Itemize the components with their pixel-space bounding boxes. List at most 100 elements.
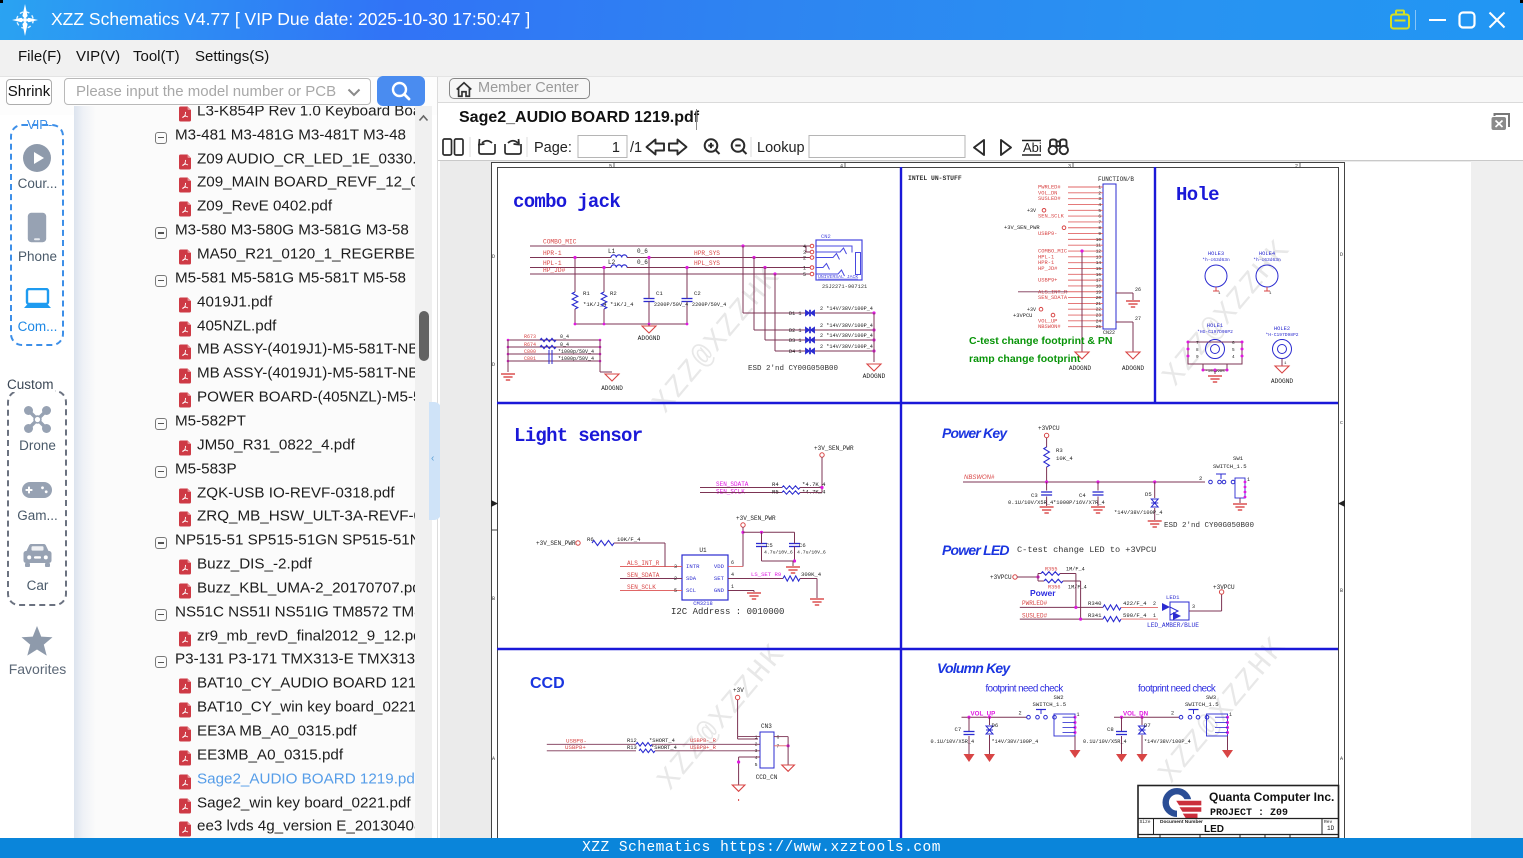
svg-text:Power Key: Power Key <box>942 425 1008 441</box>
svg-text:1: 1 <box>803 266 806 272</box>
svg-text:9: 9 <box>1196 355 1199 360</box>
svg-text:C4: C4 <box>1079 492 1086 499</box>
svg-text:*4.7K_4: *4.7K_4 <box>802 481 826 488</box>
svg-text:8: 8 <box>1098 226 1101 231</box>
svg-text:7: 7 <box>1098 220 1101 225</box>
svg-text:VOL_DN: VOL_DN <box>1123 711 1149 718</box>
svg-text:SWITCH_1.5: SWITCH_1.5 <box>1213 463 1247 470</box>
svg-text:LS_SET R9: LS_SET R9 <box>751 571 781 578</box>
svg-text:+3V_SEN_PWR: +3V_SEN_PWR <box>736 515 776 522</box>
svg-text:HP_JD#: HP_JD# <box>1038 266 1058 272</box>
svg-text:CN22: CN22 <box>1103 330 1115 336</box>
svg-text:1: 1 <box>612 140 620 156</box>
svg-text:1: 1 <box>755 735 758 741</box>
svg-text:6: 6 <box>1098 215 1101 220</box>
svg-text:C6: C6 <box>799 542 806 549</box>
svg-text:USBP9+: USBP9+ <box>1038 278 1057 284</box>
svg-text:2 *14V/38V/100P_4: 2 *14V/38V/100P_4 <box>820 323 873 329</box>
svg-text:LED_AMBER/BLUE: LED_AMBER/BLUE <box>1147 622 1199 629</box>
svg-text:Page:: Page: <box>534 140 572 156</box>
svg-text:Lookup: Lookup <box>757 140 805 156</box>
svg-text:24: 24 <box>1096 319 1102 324</box>
svg-text:HPL-1: HPL-1 <box>543 260 562 267</box>
svg-text:*1K/J_4: *1K/J_4 <box>583 301 607 308</box>
svg-text:4: 4 <box>731 572 734 578</box>
svg-text:C7: C7 <box>955 726 962 733</box>
svg-text:0_4: 0_4 <box>560 342 569 348</box>
svg-text:R673: R673 <box>524 334 536 340</box>
svg-text:UNIVERSAL JACK: UNIVERSAL JACK <box>818 274 858 280</box>
svg-text:12: 12 <box>1096 250 1102 255</box>
svg-text:Volumn Key: Volumn Key <box>937 660 1011 676</box>
svg-text:ADOGND: ADOGND <box>638 335 661 342</box>
svg-text:R2: R2 <box>610 290 617 297</box>
svg-text:5: 5 <box>1098 209 1101 214</box>
svg-text:A: A <box>1340 756 1343 762</box>
svg-text:5: 5 <box>609 163 612 169</box>
svg-text:A: A <box>492 756 495 762</box>
svg-text:R340: R340 <box>1088 600 1102 607</box>
svg-text:2: 2 <box>1171 711 1174 717</box>
svg-text:U1: U1 <box>699 547 707 554</box>
svg-text:13: 13 <box>1096 255 1102 260</box>
svg-text:7: 7 <box>1196 341 1199 346</box>
svg-text:0.1U/10V/X5R_4: 0.1U/10V/X5R_4 <box>1008 500 1053 506</box>
svg-text:VOL_DN: VOL_DN <box>1038 190 1057 196</box>
svg-text:NBSWON#: NBSWON# <box>964 475 995 481</box>
svg-text:R674: R674 <box>524 342 536 348</box>
svg-text:C2: C2 <box>694 290 701 297</box>
svg-text:1M/F_4: 1M/F_4 <box>1068 585 1087 591</box>
svg-text:COMBO_MIC: COMBO_MIC <box>543 239 577 246</box>
svg-text:3: 3 <box>1098 197 1101 202</box>
svg-text:10: 10 <box>1096 238 1102 243</box>
svg-text:+3V_SEN_PWR: +3V_SEN_PWR <box>536 540 576 547</box>
svg-text:ESD 2'nd CY00G050B00: ESD 2'nd CY00G050B00 <box>1164 522 1255 530</box>
svg-text:7: 7 <box>777 744 780 750</box>
svg-text:USBP8-_R: USBP8-_R <box>690 738 717 744</box>
svg-text:ADOGND: ADOGND <box>863 373 886 380</box>
svg-text:ALS_INT_R: ALS_INT_R <box>1038 289 1068 295</box>
svg-text:CCD: CCD <box>530 675 565 692</box>
svg-text:+3VPCU: +3VPCU <box>990 574 1012 581</box>
svg-text:Abi: Abi <box>1023 140 1042 155</box>
svg-text:SEN_SCLK: SEN_SCLK <box>1038 214 1065 220</box>
svg-text:1: 1 <box>1284 362 1287 366</box>
svg-text:PWRLED#: PWRLED# <box>1022 600 1048 607</box>
svg-text:HOLE1: HOLE1 <box>1207 323 1223 329</box>
svg-text:6: 6 <box>777 735 780 741</box>
svg-text:*1K/J_4: *1K/J_4 <box>610 301 634 308</box>
svg-text:0_6: 0_6 <box>637 259 648 266</box>
svg-text:0_4: 0_4 <box>560 334 569 340</box>
svg-text:I2C Address : 0010000: I2C Address : 0010000 <box>671 607 784 617</box>
svg-text:R3: R3 <box>1056 447 1063 454</box>
svg-text:LED: LED <box>1204 824 1224 835</box>
svg-text:VOL_UP: VOL_UP <box>1038 318 1057 324</box>
svg-text:19: 19 <box>1096 290 1102 295</box>
svg-text:2 *14V/38V/100P_4: 2 *14V/38V/100P_4 <box>820 333 873 339</box>
svg-text:4: 4 <box>1232 355 1235 360</box>
svg-text:USBP8+: USBP8+ <box>565 744 586 751</box>
svg-text:+3V: +3V <box>733 687 744 694</box>
svg-text:VOL_UP: VOL_UP <box>971 711 996 718</box>
svg-text:4: 4 <box>803 244 806 250</box>
svg-text:Hole: Hole <box>1176 184 1219 206</box>
svg-text:15: 15 <box>1096 267 1102 272</box>
svg-text:2: 2 <box>1153 601 1156 607</box>
svg-text:R355: R355 <box>1045 567 1057 573</box>
svg-text:26: 26 <box>1135 287 1141 293</box>
svg-text:SEN_SDATA: SEN_SDATA <box>716 481 749 488</box>
svg-text:*14V/38V/100P_4: *14V/38V/100P_4 <box>1114 510 1163 516</box>
svg-text:1: 1 <box>1218 292 1221 296</box>
svg-text:SEN_SCLK: SEN_SCLK <box>716 489 745 496</box>
svg-text:1: 1 <box>1153 613 1156 619</box>
svg-text:2: 2 <box>803 256 806 262</box>
svg-text:3: 3 <box>1192 604 1195 610</box>
svg-text:0.1U/10V/X5R_4: 0.1U/10V/X5R_4 <box>931 739 975 745</box>
svg-text:0_6: 0_6 <box>637 248 648 255</box>
svg-text:NBSWON#: NBSWON# <box>1038 324 1061 330</box>
svg-text:L2: L2 <box>608 259 616 266</box>
svg-text:R1: R1 <box>583 290 590 297</box>
svg-text:1: 1 <box>731 584 734 590</box>
svg-text:SCL: SCL <box>686 587 696 594</box>
svg-text:Rev: Rev <box>1324 819 1333 825</box>
